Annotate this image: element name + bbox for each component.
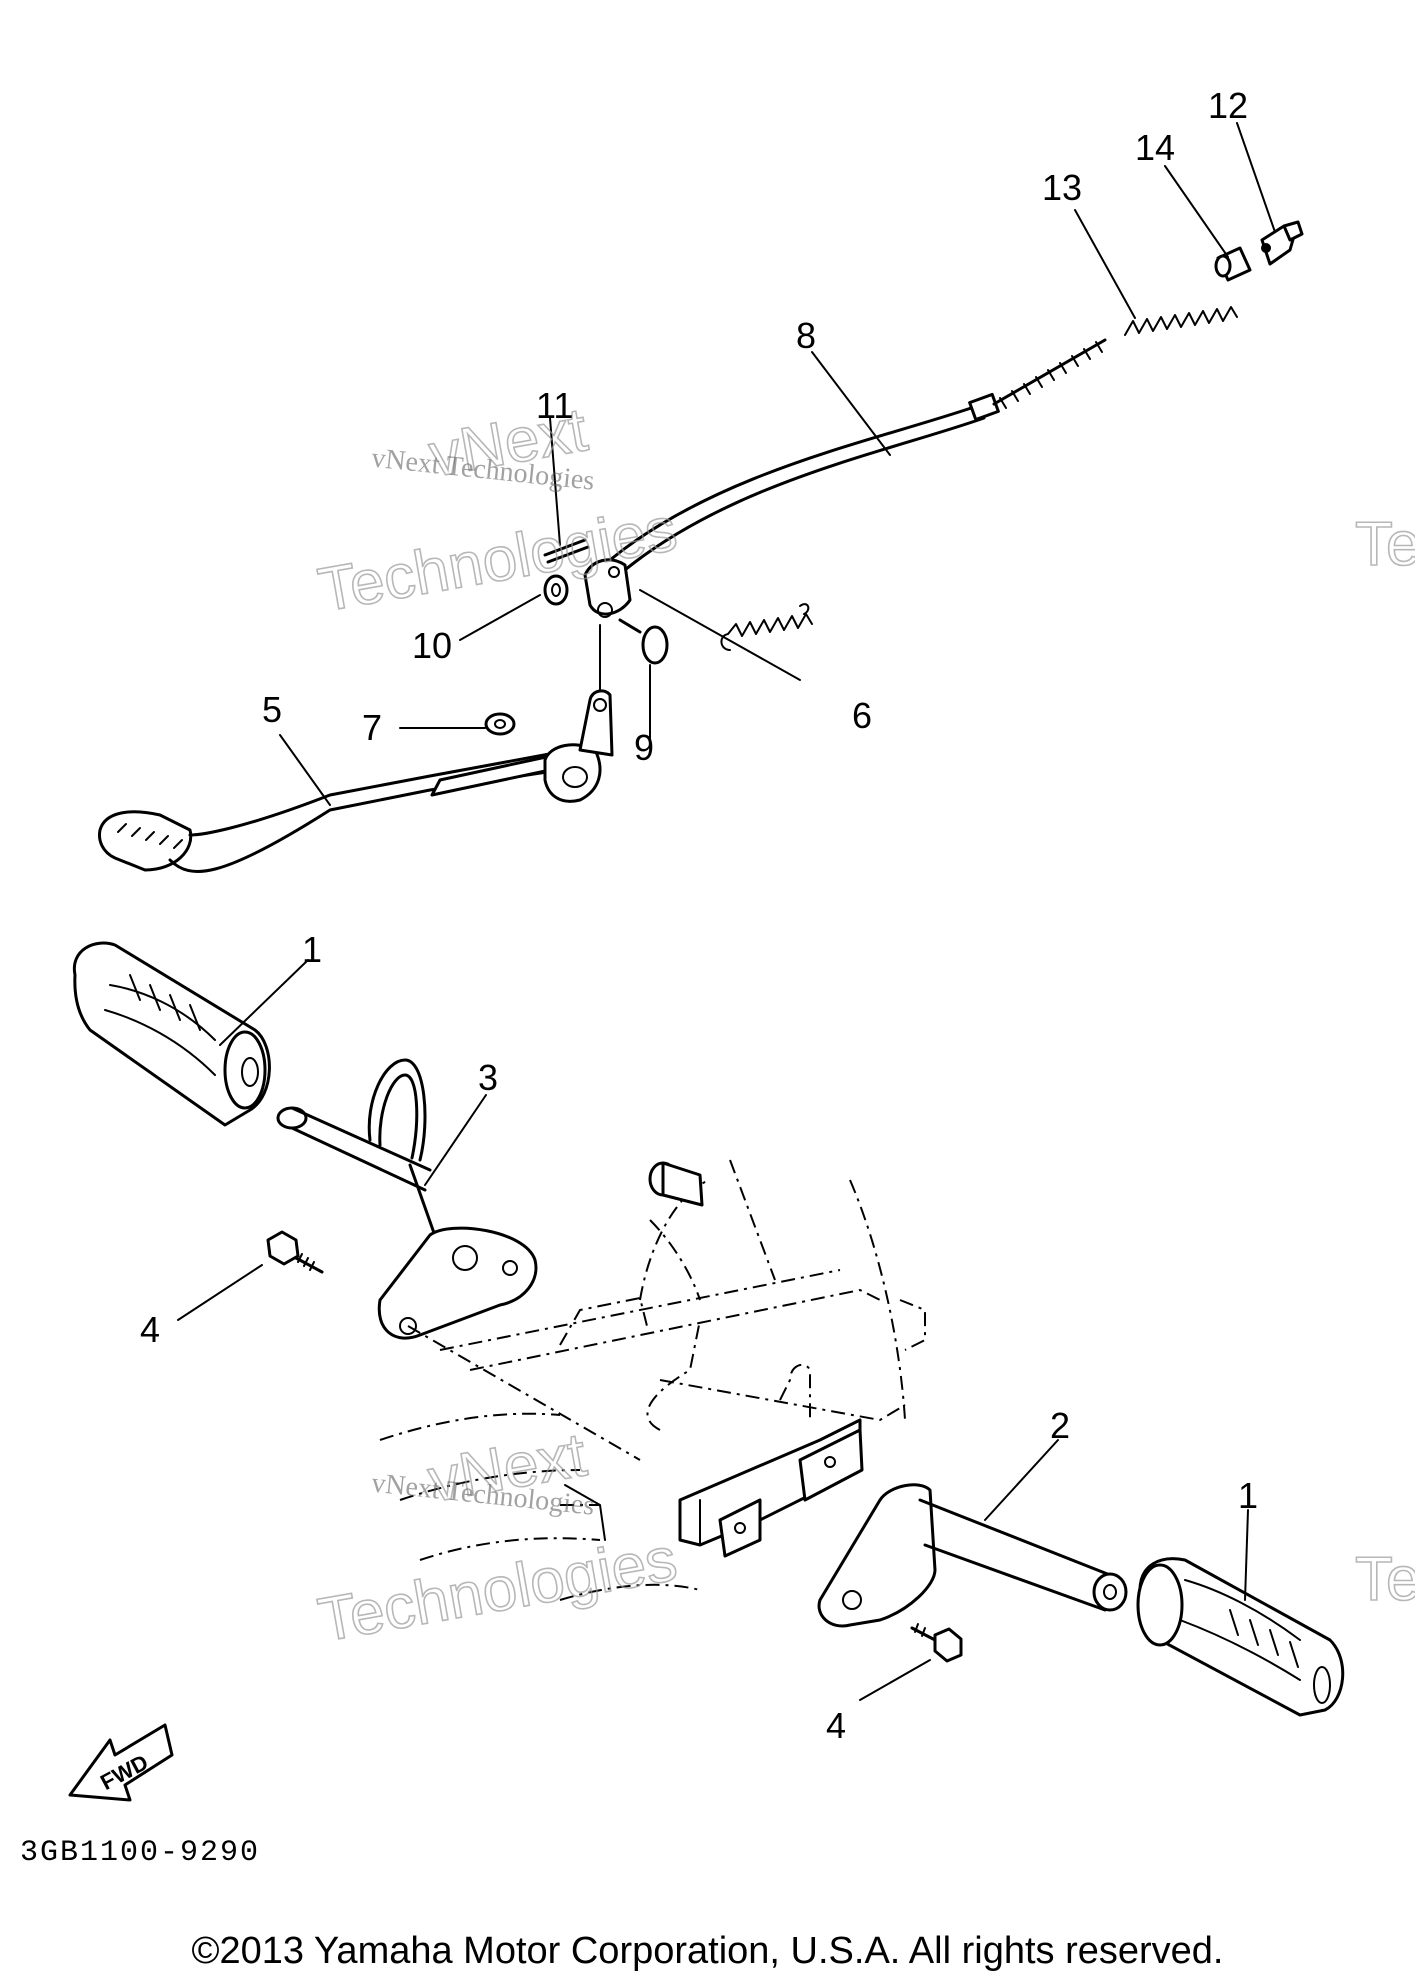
callout-numbers: 12 14 13 8 11 10 9 6 7 5 1 3 4 2 1 4 — [140, 85, 1258, 1746]
callout-3: 3 — [478, 1057, 498, 1098]
watermark: vNext vNext Technologies Technologies Te… — [313, 394, 1415, 1656]
washer-10 — [543, 574, 569, 606]
bracket-bolt-lower — [910, 1623, 963, 1663]
washer-7 — [484, 712, 516, 736]
callout-7: 7 — [362, 707, 382, 748]
footrest-rubber-right — [1136, 1557, 1345, 1717]
footrest-rubber-left — [72, 941, 271, 1127]
callout-9: 9 — [634, 727, 654, 768]
brake-pedal — [98, 689, 614, 873]
clevis-pin — [618, 618, 669, 665]
callout-4-upper: 4 — [140, 1309, 160, 1350]
leader-lines — [177, 122, 1276, 1701]
callout-14: 14 — [1135, 127, 1175, 168]
forward-direction-arrow: FWD — [68, 1723, 174, 1802]
callout-8: 8 — [796, 315, 816, 356]
return-spring — [720, 603, 813, 651]
cotter-pin — [543, 538, 590, 564]
watermark-edge-top: Te — [1355, 510, 1415, 579]
adjuster-joint — [1214, 246, 1252, 282]
callout-4-lower: 4 — [826, 1705, 846, 1746]
callout-1-upper: 1 — [302, 929, 322, 970]
footrest-bracket-right — [817, 1483, 1128, 1628]
watermark-line2-lower: Technologies — [313, 1525, 681, 1656]
callout-1-lower: 1 — [1238, 1475, 1258, 1516]
diagram-code: 3GB1100-9290 — [20, 1836, 260, 1870]
footrest-bracket-left — [276, 1058, 538, 1340]
callout-6: 6 — [852, 695, 872, 736]
callout-10: 10 — [412, 625, 452, 666]
bracket-bolt-upper — [266, 1230, 324, 1274]
watermark-edge-bottom: Te — [1355, 1545, 1415, 1614]
frame-outline — [379, 1159, 926, 1601]
callout-12: 12 — [1208, 85, 1248, 126]
callout-11: 11 — [536, 385, 573, 426]
adjusting-nut — [1260, 220, 1304, 266]
callout-13: 13 — [1042, 167, 1082, 208]
copyright-notice: ©2013 Yamaha Motor Corporation, U.S.A. A… — [191, 1930, 1224, 1972]
rod-spring — [1124, 306, 1238, 336]
frame-mount-block — [678, 1418, 864, 1558]
brake-rod — [608, 338, 1107, 576]
callout-5: 5 — [262, 689, 282, 730]
callout-2: 2 — [1050, 1405, 1070, 1446]
brake-rod-clevis — [583, 558, 632, 618]
